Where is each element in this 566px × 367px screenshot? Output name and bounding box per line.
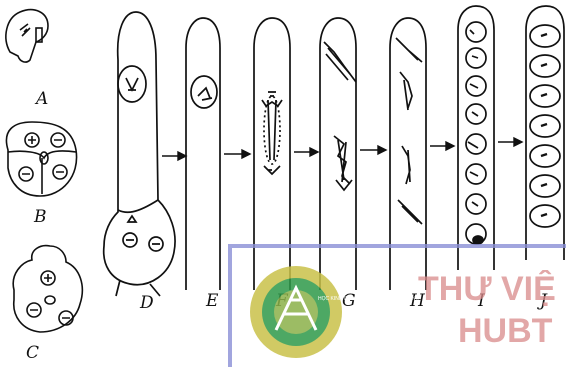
library-watermark: HỌC KINH DOANH VÀ CÔNG NGHỆ HÀ NỘI THƯ V… [230, 246, 566, 367]
arrow-g-h [360, 146, 386, 154]
stage-c [13, 246, 82, 332]
watermark-line1: THƯ VIỆ [418, 270, 556, 308]
tube-h [390, 18, 426, 290]
stage-b [6, 122, 76, 196]
stage-a [6, 10, 48, 62]
stage-d [104, 12, 175, 296]
tube-e [186, 18, 220, 290]
tube-i [458, 6, 494, 270]
label-c: C [26, 343, 39, 363]
arrow-i-j [498, 138, 522, 146]
label-e: E [205, 291, 219, 311]
tube-i-cells [466, 22, 486, 244]
arrow-e-f [224, 150, 250, 158]
tube-j-cells [530, 25, 560, 227]
label-b: B [33, 207, 47, 227]
arrow-d-e [162, 152, 186, 160]
arrow-f-g [294, 148, 318, 156]
tube-f [254, 18, 290, 290]
tube-g [320, 18, 356, 290]
arrow-h-i [430, 142, 454, 150]
watermark-logo-text: HỌC KINH DOANH VÀ CÔNG NGHỆ HÀ NỘI [318, 294, 421, 302]
tube-j [526, 6, 564, 260]
label-a: A [34, 89, 48, 109]
label-d: D [139, 293, 154, 313]
stage-a-nucleus [20, 24, 42, 42]
watermark-logo: HỌC KINH DOANH VÀ CÔNG NGHỆ HÀ NỘI [250, 266, 421, 358]
watermark-line2: HUBT [458, 312, 553, 350]
